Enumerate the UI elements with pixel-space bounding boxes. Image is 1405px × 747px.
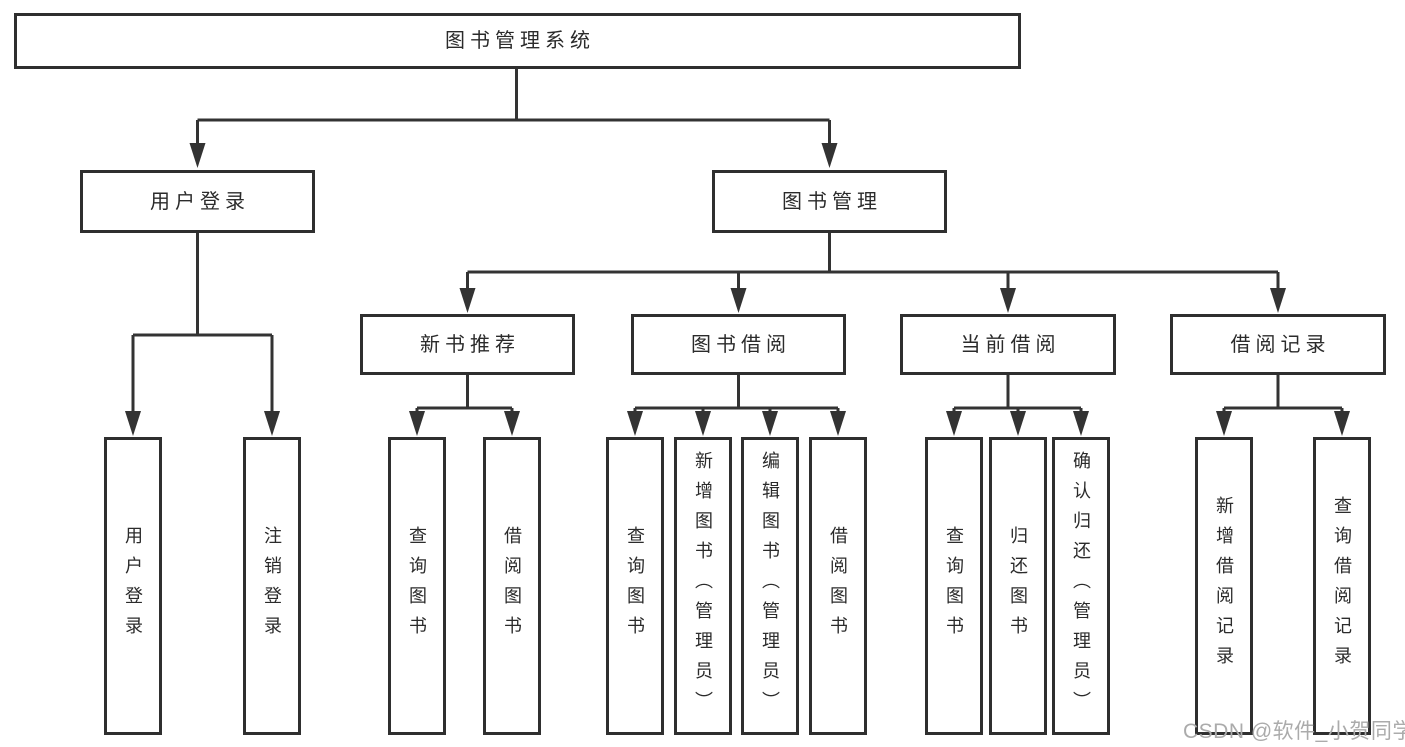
node-label: 查询借阅记录 — [1332, 496, 1352, 676]
leaf-newbooks-query-books: 查询图书 — [388, 437, 446, 735]
node-label: 新增借阅记录 — [1214, 496, 1234, 676]
node-label: 借阅记录 — [1230, 333, 1331, 356]
node-label: 归还图书 — [1008, 526, 1028, 646]
node-label: 借阅图书 — [828, 526, 848, 646]
leaf-borrowing-add-books-admin: 新增图书（管理员） — [674, 437, 732, 735]
node-label: 新书推荐 — [420, 333, 520, 356]
new-books-branch — [415, 375, 514, 413]
csdn-watermark: CSDN @软件_小贺同学 — [1183, 720, 1405, 743]
node-book-management: 图书管理 — [712, 170, 947, 233]
leaf-borrowing-query-books: 查询图书 — [606, 437, 664, 735]
node-label: 查询图书 — [625, 526, 645, 646]
node-current-borrowing: 当前借阅 — [900, 314, 1116, 375]
node-borrowing-records: 借阅记录 — [1170, 314, 1386, 375]
node-book-management-system: 图书管理系统 — [14, 13, 1021, 69]
node-label: 新增图书（管理员） — [693, 451, 713, 721]
leaf-borrowing-borrow-books: 借阅图书 — [809, 437, 867, 735]
node-label: 确认归还（管理员） — [1071, 451, 1091, 721]
current-borrow-branch — [952, 375, 1083, 413]
node-label: 注销登录 — [262, 526, 282, 646]
user-login-branch — [131, 233, 274, 413]
node-label: 当前借阅 — [960, 333, 1061, 356]
leaf-current-return-books: 归还图书 — [989, 437, 1047, 735]
book-mgmt-branch — [466, 233, 1280, 290]
leaf-records-query-borrow-record: 查询借阅记录 — [1313, 437, 1371, 735]
leaf-logout: 注销登录 — [243, 437, 301, 735]
leaf-newbooks-borrow-books: 借阅图书 — [483, 437, 541, 735]
leaf-user-login: 用户登录 — [104, 437, 162, 735]
node-label: 用户登录 — [150, 190, 250, 213]
node-label: 用户登录 — [123, 526, 143, 646]
node-label: 查询图书 — [407, 526, 427, 646]
node-label: 借阅图书 — [502, 526, 522, 646]
root-stem — [196, 69, 831, 145]
node-book-borrowing: 图书借阅 — [631, 314, 846, 375]
leaf-current-confirm-return-admin: 确认归还（管理员） — [1052, 437, 1110, 735]
node-label: 图书管理系统 — [445, 30, 595, 52]
borrow-records-branch — [1222, 375, 1344, 413]
node-label: 编辑图书（管理员） — [760, 451, 780, 721]
connector-paths — [131, 69, 1344, 413]
leaf-records-add-borrow-record: 新增借阅记录 — [1195, 437, 1253, 735]
leaf-current-query-books: 查询图书 — [925, 437, 983, 735]
leaf-borrowing-edit-books-admin: 编辑图书（管理员） — [741, 437, 799, 735]
arrowheads — [125, 143, 1350, 436]
node-label: 图书借阅 — [691, 333, 791, 356]
node-label: 查询图书 — [944, 526, 964, 646]
node-label: 图书管理 — [782, 190, 882, 213]
book-borrow-branch — [633, 375, 840, 413]
node-new-book-recommendation: 新书推荐 — [360, 314, 575, 375]
node-user-login: 用户登录 — [80, 170, 315, 233]
